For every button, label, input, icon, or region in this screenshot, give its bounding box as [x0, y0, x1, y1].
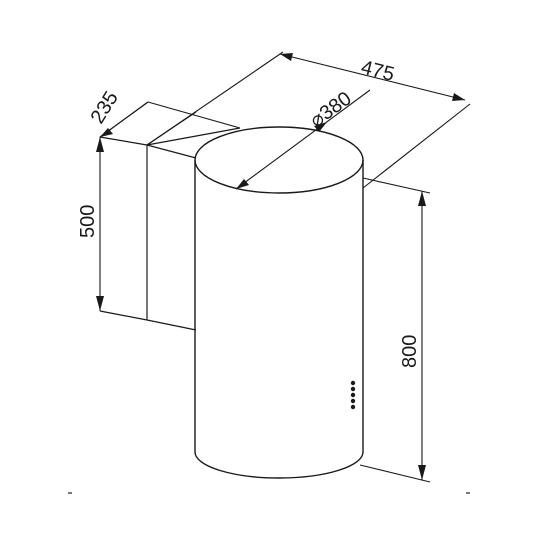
wall-plate	[99, 127, 241, 331]
cylinder-body	[194, 126, 364, 479]
diameter-label: ⌀380	[306, 88, 356, 132]
dimension-height-800: 800	[359, 177, 431, 483]
dimension-height-500: 500	[77, 137, 104, 311]
height-800-label: 800	[399, 335, 421, 368]
control-buttons	[350, 380, 356, 410]
control-button	[350, 386, 356, 392]
dimension-diameter-380: ⌀380	[235, 88, 371, 190]
height-500-label: 500	[77, 205, 99, 238]
width-label: 475	[359, 57, 397, 86]
control-button	[350, 380, 356, 386]
control-button	[350, 404, 356, 410]
control-button	[350, 392, 356, 398]
depth-label: 235	[87, 88, 123, 128]
dimension-depth-235: 235	[87, 88, 241, 146]
control-button	[350, 398, 356, 404]
